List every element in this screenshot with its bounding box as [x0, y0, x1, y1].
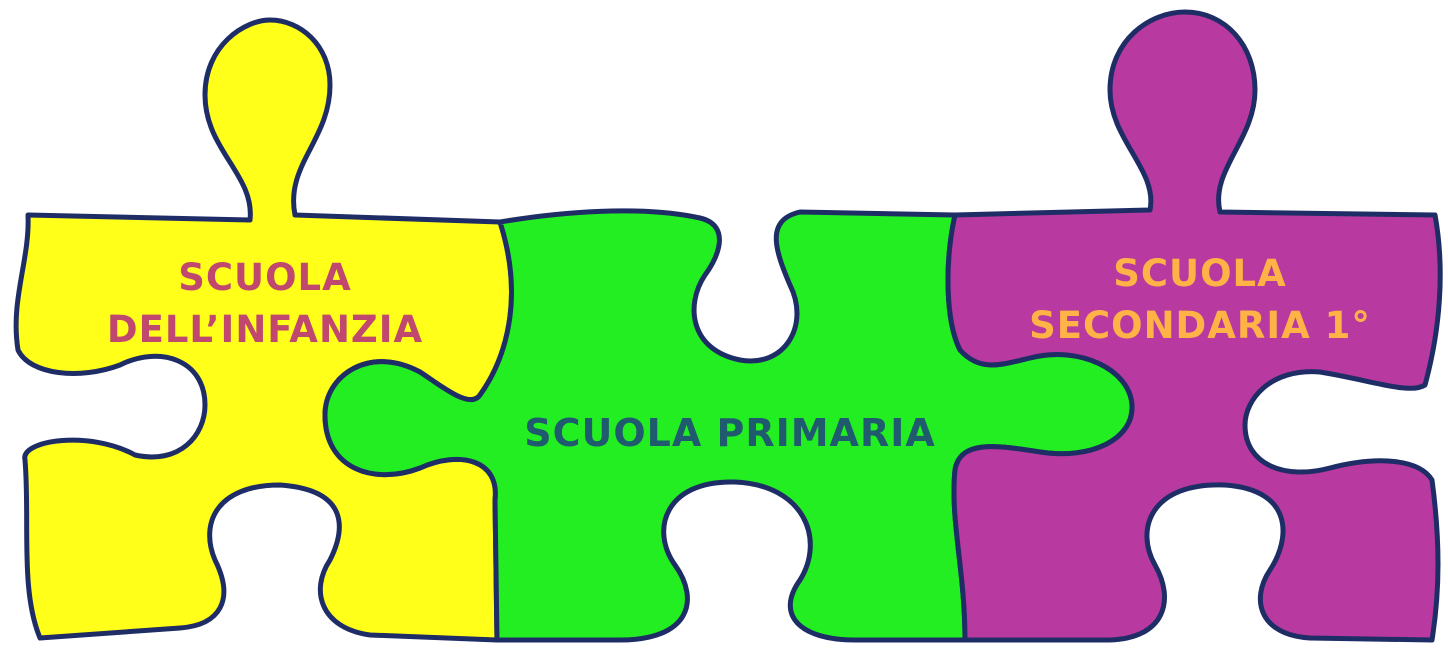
label-scuola-primaria: SCUOLA PRIMARIA	[420, 408, 1040, 458]
label-scuola-infanzia: SCUOLA DELL’INFANZIA	[100, 252, 430, 356]
label-infanzia-line-2: DELL’INFANZIA	[106, 308, 424, 351]
label-infanzia-line-1: SCUOLA	[178, 256, 352, 299]
puzzle-piece-infanzia	[13, 17, 514, 643]
label-primaria-line-1: SCUOLA PRIMARIA	[524, 411, 936, 455]
label-secondaria-line-2: SECONDARIA 1°	[1029, 304, 1371, 347]
puzzle-piece-secondaria	[945, 9, 1443, 643]
label-secondaria-line-1: SCUOLA	[1113, 252, 1287, 295]
label-scuola-secondaria: SCUOLA SECONDARIA 1°	[1000, 248, 1400, 352]
